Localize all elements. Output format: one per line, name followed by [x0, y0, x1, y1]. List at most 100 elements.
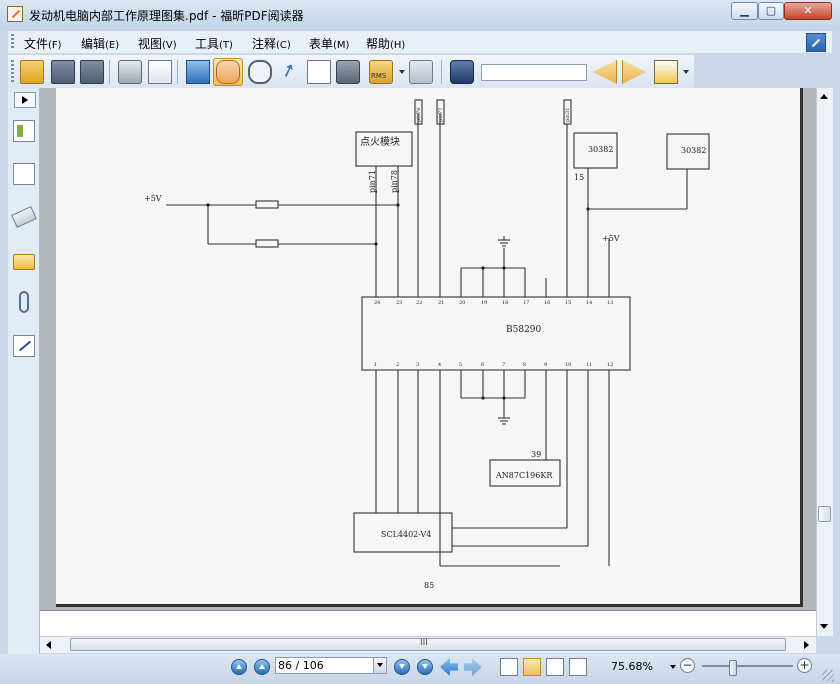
menu-forms-accel: (M) [333, 40, 350, 51]
search-input[interactable] [481, 64, 587, 81]
next-page-icon[interactable] [394, 659, 410, 675]
previous-page-icon[interactable] [254, 659, 270, 675]
bookmarks-panel-icon[interactable] [13, 120, 35, 142]
loupe-glasses-icon[interactable] [248, 60, 272, 84]
document-view[interactable]: B58290 点火模块 30382 30382 SCL4402-V4 AN87C… [40, 88, 816, 636]
minimize-button[interactable]: ▁ [731, 2, 758, 20]
ic-bottom-pin-number: 10 [565, 362, 571, 368]
close-button[interactable]: ✕ [784, 2, 832, 20]
spell-check-icon[interactable] [409, 60, 433, 84]
horizontal-scrollbar[interactable]: III [40, 636, 816, 653]
menubar-grip[interactable] [11, 34, 14, 50]
open-folder-icon[interactable] [20, 60, 44, 84]
chevron-down-icon[interactable] [670, 665, 676, 669]
zoom-slider-track[interactable] [702, 665, 793, 667]
chevron-down-icon[interactable] [683, 70, 689, 74]
continuous-view-icon[interactable] [523, 658, 541, 676]
window-title: 发动机电脑内部工作原理图集.pdf - 福昕PDF阅读器 [29, 9, 304, 23]
toolbar-separator [177, 60, 178, 84]
ic-top-pin-number: 16 [544, 300, 550, 306]
scroll-left-icon[interactable] [46, 641, 51, 649]
ic-bottom-pin-number: 9 [544, 362, 547, 368]
fullscreen-monitor-icon[interactable] [186, 60, 210, 84]
comments-panel-icon[interactable] [13, 254, 35, 270]
menu-forms[interactable]: 表单(M) [309, 35, 349, 52]
plus5v-right-label: +5V [602, 234, 620, 243]
toolbar-separator [441, 60, 442, 84]
last-page-icon[interactable] [417, 659, 433, 675]
scroll-down-icon[interactable] [820, 624, 828, 629]
ic-top-pin-number: 15 [565, 300, 571, 306]
ic-bottom-pin-number: 2 [396, 362, 399, 368]
ic-top-pin-number: 22 [416, 300, 422, 306]
find-next-icon[interactable] [622, 60, 646, 84]
save-icon[interactable] [51, 60, 75, 84]
menu-view[interactable]: 视图(V) [138, 35, 177, 52]
single-page-view-icon[interactable] [500, 658, 518, 676]
go-back-arrow-icon[interactable] [440, 658, 458, 676]
toolbar-grip[interactable] [11, 60, 14, 84]
zoom-in-button[interactable]: + [797, 658, 812, 673]
menu-help-accel: (H) [390, 40, 406, 51]
ic-ignition-body [355, 131, 413, 167]
ic-top-pin-number: 17 [523, 300, 529, 306]
go-forward-arrow-icon[interactable] [464, 658, 482, 676]
menu-tools-accel: (T) [219, 40, 233, 51]
plus5v-left-label: +5V [144, 194, 162, 203]
title-bar[interactable]: 发动机电脑内部工作原理图集.pdf - 福昕PDF阅读器 ▁ ▢ ✕ [0, 0, 840, 30]
ic-bottom-pin-number: 7 [502, 362, 505, 368]
ic-mcu-label: AN87C196KR [495, 471, 553, 480]
menu-help[interactable]: 帮助(H) [366, 35, 405, 52]
rms-label: RMS [371, 72, 387, 80]
vertical-scroll-thumb[interactable] [818, 506, 831, 522]
panel-toggle-arrow-icon[interactable] [14, 92, 36, 108]
maximize-button[interactable]: ▢ [758, 2, 784, 20]
ic-bottom-pin-number: 12 [607, 362, 613, 368]
chevron-down-icon[interactable] [399, 70, 405, 74]
properties-card-icon[interactable] [148, 60, 172, 84]
print-icon[interactable] [118, 60, 142, 84]
scroll-up-icon[interactable] [820, 94, 828, 99]
save-as-icon[interactable] [80, 60, 104, 84]
resize-grip[interactable] [822, 670, 834, 682]
menu-tools[interactable]: 工具(T) [195, 35, 233, 52]
rms-lock-icon[interactable]: RMS [369, 60, 393, 84]
pin-15-label: 15 [574, 173, 584, 182]
signatures-panel-icon[interactable] [13, 335, 35, 357]
hourglass-icon[interactable] [654, 60, 678, 84]
chevron-down-icon[interactable] [373, 658, 386, 673]
menu-view-accel: (V) [162, 40, 177, 51]
vertical-scrollbar[interactable] [816, 88, 833, 636]
zoom-out-button[interactable]: − [680, 658, 695, 673]
ic-ignition-label: 点火模块 [360, 136, 400, 148]
horizontal-scroll-thumb[interactable] [70, 638, 786, 651]
facing-view-icon[interactable] [546, 658, 564, 676]
snapshot-camera-icon[interactable] [336, 60, 360, 84]
text-select-icon[interactable] [307, 60, 331, 84]
menu-file[interactable]: 文件(F) [24, 35, 62, 52]
scroll-right-icon[interactable] [804, 641, 809, 649]
find-previous-icon[interactable] [593, 60, 617, 84]
hand-tool-icon[interactable] [216, 60, 240, 84]
pin78-label: pin78 [390, 170, 399, 193]
continuous-facing-view-icon[interactable] [569, 658, 587, 676]
page-number-field[interactable]: 86 / 106 [275, 657, 387, 674]
find-binoculars-icon[interactable] [450, 60, 474, 84]
first-page-icon[interactable] [231, 659, 247, 675]
menu-view-label: 视图 [138, 37, 163, 51]
pin-39-label: 39 [531, 450, 541, 459]
ic-top-pin-number: 19 [481, 300, 487, 306]
zoom-slider-thumb[interactable] [729, 660, 737, 676]
select-arrow-icon[interactable] [277, 60, 301, 84]
layers-panel-icon[interactable] [11, 206, 37, 228]
menu-file-accel: (F) [48, 40, 62, 51]
zoom-level[interactable]: 75.68% [611, 660, 653, 673]
menu-edit[interactable]: 编辑(E) [81, 35, 119, 52]
restore-layout-icon[interactable] [806, 33, 826, 52]
menu-forms-label: 表单 [309, 37, 334, 51]
menu-comment[interactable]: 注释(C) [252, 35, 291, 52]
pin31-label: pin31 [565, 108, 571, 122]
pages-panel-icon[interactable] [13, 163, 35, 185]
attachments-clip-icon[interactable] [19, 291, 29, 313]
